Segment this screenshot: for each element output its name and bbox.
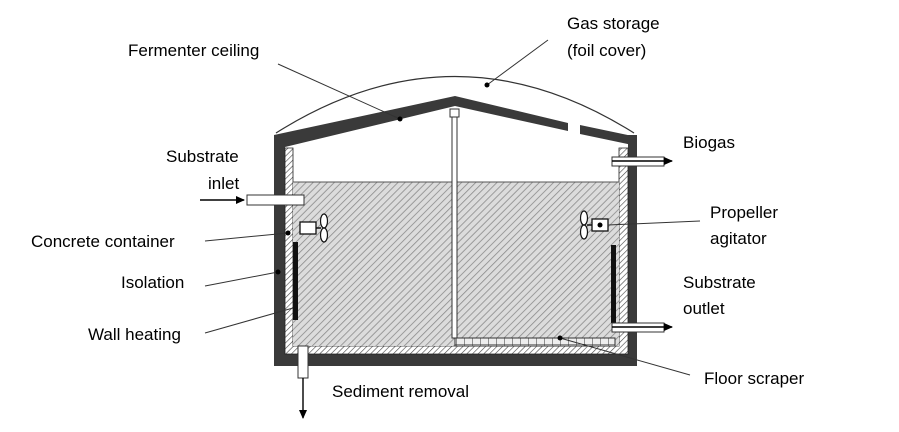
- label-isolation: Isolation: [121, 273, 184, 292]
- label-biogas: Biogas: [683, 133, 735, 152]
- label-concrete-container: Concrete container: [31, 232, 175, 251]
- propeller-agitator-left: [299, 213, 329, 243]
- label-propeller-agitator-line1: Propeller: [710, 203, 778, 222]
- central-divider: [451, 111, 458, 339]
- fermenter-ceiling-right: [580, 125, 637, 146]
- foil-cover-dome: [275, 76, 635, 134]
- label-substrate-inlet-line1: Substrate: [166, 147, 239, 166]
- leader-lines: [204, 39, 701, 376]
- substrate-inlet-pipe: [246, 194, 305, 206]
- floor-scraper: [454, 337, 616, 347]
- label-substrate-inlet-line2: inlet: [208, 174, 239, 193]
- label-substrate-outlet-line2: outlet: [683, 299, 725, 318]
- wall-heating-left: [293, 242, 298, 320]
- sediment-removal-pipe: [297, 345, 309, 379]
- label-gas-storage-line2: (foil cover): [567, 41, 646, 60]
- label-substrate-outlet-line1: Substrate: [683, 273, 756, 292]
- fermenter-ceiling: [274, 96, 568, 147]
- label-sediment-removal: Sediment removal: [332, 382, 469, 401]
- label-wall-heating: Wall heating: [88, 325, 181, 344]
- label-floor-scraper: Floor scraper: [704, 369, 804, 388]
- label-fermenter-ceiling: Fermenter ceiling: [128, 41, 259, 60]
- label-propeller-agitator-line2: agitator: [710, 229, 767, 248]
- wall-heating-right: [611, 245, 616, 323]
- label-gas-storage-line1: Gas storage: [567, 14, 660, 33]
